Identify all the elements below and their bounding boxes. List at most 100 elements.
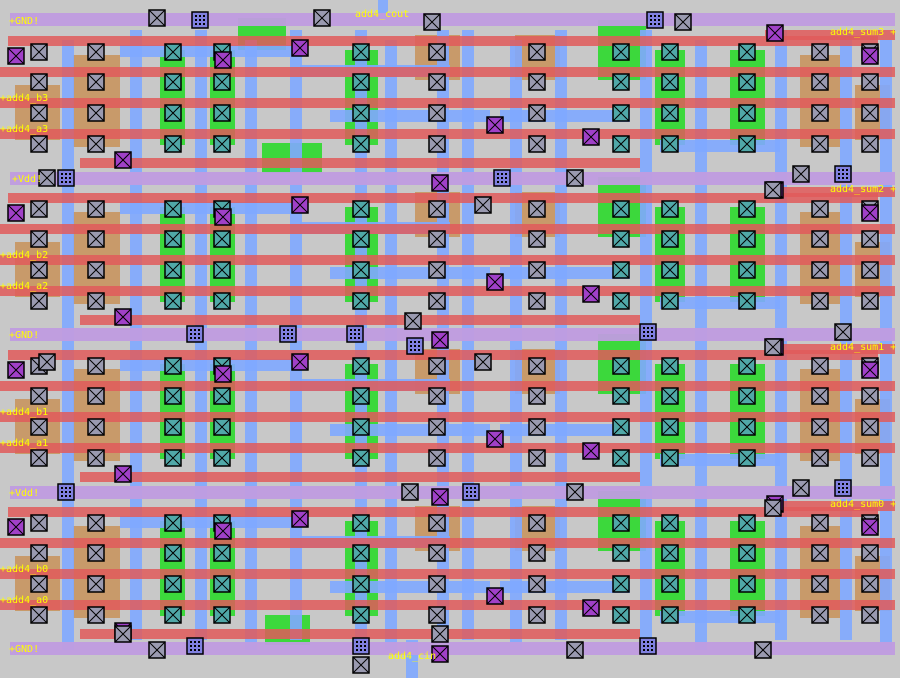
contact: [213, 135, 231, 153]
contact: [738, 200, 756, 218]
contact: [612, 387, 630, 405]
contact: [861, 261, 879, 279]
poly-wire: [0, 129, 895, 139]
substrate-contact: [191, 11, 209, 29]
contact: [811, 230, 829, 248]
contact: [164, 357, 182, 375]
contact: [738, 387, 756, 405]
contact: [764, 181, 782, 199]
label-b0: +add4_b0: [0, 564, 49, 575]
contact: [164, 418, 182, 436]
contact: [213, 606, 231, 624]
contact: [87, 357, 105, 375]
metal1-wire: [120, 359, 300, 371]
contact: [428, 261, 446, 279]
contact: [164, 43, 182, 61]
contact: [148, 641, 166, 659]
contact: [811, 104, 829, 122]
contact: [528, 575, 546, 593]
contact: [661, 514, 679, 532]
substrate-contact: [279, 325, 297, 343]
contact: [87, 387, 105, 405]
poly-wire: [0, 98, 895, 108]
contact: [428, 230, 446, 248]
contact: [738, 261, 756, 279]
via: [486, 116, 504, 134]
contact: [428, 104, 446, 122]
contact: [213, 449, 231, 467]
poly-wire: [0, 538, 895, 548]
poly-wire: [8, 350, 878, 360]
contact: [528, 544, 546, 562]
contact: [164, 292, 182, 310]
substrate-contact: [57, 483, 75, 501]
contact: [213, 230, 231, 248]
poly-wire: [765, 30, 895, 40]
via: [861, 361, 879, 379]
poly-wire: [8, 36, 878, 46]
contact: [38, 353, 56, 371]
contact: [612, 575, 630, 593]
contact: [428, 514, 446, 532]
poly-wire: [0, 286, 895, 296]
contact: [428, 43, 446, 61]
via: [861, 47, 879, 65]
contact: [30, 449, 48, 467]
via: [486, 587, 504, 605]
substrate-contact: [186, 637, 204, 655]
contact: [423, 13, 441, 31]
label-gnd-bot: +GND!: [9, 644, 40, 655]
contact: [30, 230, 48, 248]
contact: [213, 544, 231, 562]
contact: [811, 357, 829, 375]
via: [214, 522, 232, 540]
via: [7, 47, 25, 65]
substrate-contact: [186, 325, 204, 343]
contact: [811, 200, 829, 218]
contact: [87, 73, 105, 91]
contact: [30, 418, 48, 436]
via: [582, 285, 600, 303]
contact: [352, 230, 370, 248]
via: [214, 208, 232, 226]
label-sum2: add4_sum2 +: [830, 184, 897, 195]
contact: [428, 575, 446, 593]
label-a2: +add4_a2: [0, 281, 49, 292]
contact: [811, 575, 829, 593]
contact: [164, 261, 182, 279]
substrate-contact: [406, 337, 424, 355]
contact: [352, 357, 370, 375]
via: [431, 645, 449, 663]
metal1-wire: [120, 516, 300, 528]
metal1-wire: [378, 0, 388, 20]
metal1-wire: [500, 267, 630, 279]
contact: [428, 606, 446, 624]
poly-wire: [765, 187, 895, 197]
contact: [661, 135, 679, 153]
power-rail: [10, 172, 895, 185]
via: [431, 488, 449, 506]
contact: [428, 418, 446, 436]
contact: [87, 449, 105, 467]
label-vdd-1: +Vdd!: [12, 174, 43, 185]
contact: [352, 575, 370, 593]
contact: [213, 575, 231, 593]
contact: [861, 230, 879, 248]
label-b2: +add4_b2: [0, 250, 49, 261]
substrate-contact: [352, 637, 370, 655]
poly-wire: [0, 443, 895, 453]
contact: [30, 514, 48, 532]
contact: [811, 387, 829, 405]
contact: [738, 606, 756, 624]
contact: [792, 479, 810, 497]
contact: [164, 230, 182, 248]
contact: [352, 418, 370, 436]
substrate-contact: [639, 637, 657, 655]
contact: [811, 418, 829, 436]
contact: [30, 575, 48, 593]
contact: [313, 9, 331, 27]
via: [114, 465, 132, 483]
contact: [352, 73, 370, 91]
contact: [861, 135, 879, 153]
